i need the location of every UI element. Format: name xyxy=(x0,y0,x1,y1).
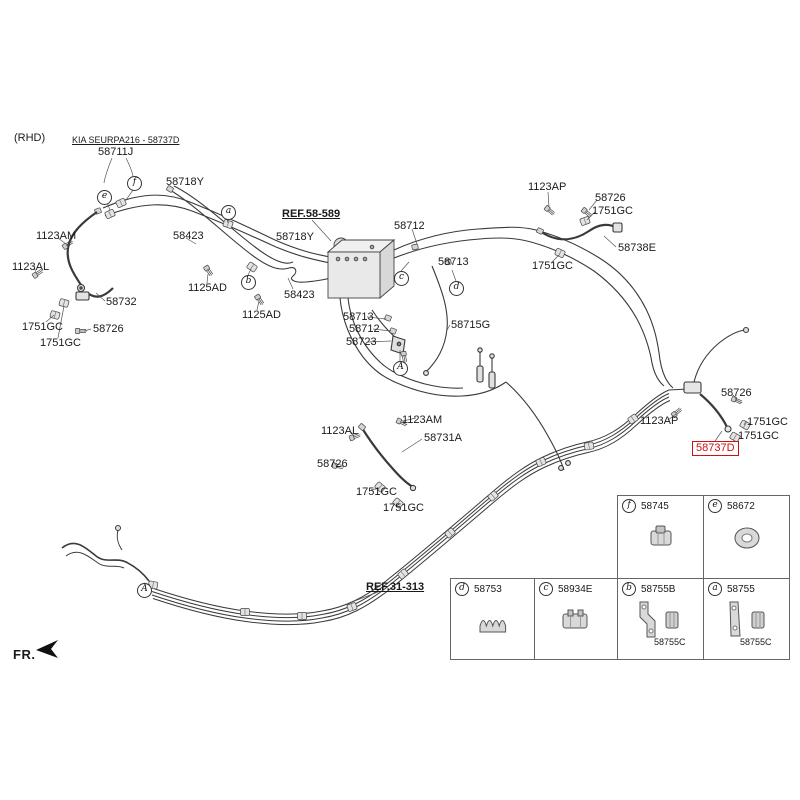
legend-part-58753: 58753 xyxy=(474,583,502,595)
part-label-58718y-1[interactable]: 58718Y xyxy=(166,176,204,188)
callout-b: b xyxy=(241,275,256,290)
part-label-58726-2[interactable]: 58726 xyxy=(595,192,626,204)
part-label-58423-1[interactable]: 58423 xyxy=(173,230,204,242)
ref-lines-link[interactable]: REF.31-313 xyxy=(366,581,425,593)
part-label-58731a[interactable]: 58731A xyxy=(424,432,462,444)
part-label-58713-1[interactable]: 58713 xyxy=(438,256,469,268)
part-label-1125ad-1[interactable]: 1125AD xyxy=(188,282,227,294)
part-label-1125ad-2[interactable]: 1125AD xyxy=(242,309,281,321)
underbody-pipe-bundle xyxy=(61,389,671,625)
part-icon-58753 xyxy=(479,620,506,633)
rear-hose-58738e xyxy=(535,204,623,241)
legend-part-58672: 58672 xyxy=(727,500,755,512)
part-icon-58755 xyxy=(729,601,765,637)
part-label-1751gc-7[interactable]: 1751GC xyxy=(747,416,788,428)
fr-label: FR. xyxy=(13,647,36,662)
callout-bigA-2: A xyxy=(137,583,152,598)
part-label-58713-2[interactable]: 58713 xyxy=(343,311,374,323)
part-label-58732[interactable]: 58732 xyxy=(106,296,137,308)
part-label-1123al-1[interactable]: 1123AL xyxy=(12,261,50,273)
legend-part-58745: 58745 xyxy=(641,500,669,512)
part-icon-58934e xyxy=(562,609,588,629)
part-label-1123am-2[interactable]: 1123AM xyxy=(402,414,443,426)
abs-module xyxy=(326,237,396,299)
part-label-1751gc-5[interactable]: 1751GC xyxy=(356,486,397,498)
callout-bigA-1: A xyxy=(393,361,408,376)
part-label-58712-2[interactable]: 58712 xyxy=(349,323,380,335)
legend-callout-f: f xyxy=(622,499,636,513)
part-icon-58755b xyxy=(639,601,679,638)
legend-callout-e: e xyxy=(708,499,722,513)
legend-cell-c[interactable]: c 58934E xyxy=(534,578,618,660)
ref-abs-link[interactable]: REF.58-589 xyxy=(282,208,341,220)
legend-part-58934e: 58934E xyxy=(558,583,593,595)
part-icon-58745 xyxy=(650,525,671,546)
legend-callout-c: c xyxy=(539,582,553,596)
legend-cell-b[interactable]: b 58755B 58755C xyxy=(617,578,704,660)
legend-part-58755c-b: 58755C xyxy=(654,637,686,647)
right-rear-pipes xyxy=(393,215,674,389)
part-label-1751gc-3[interactable]: 1751GC xyxy=(592,205,633,217)
part-label-58712-1[interactable]: 58712 xyxy=(394,220,425,232)
callout-a: a xyxy=(221,205,236,220)
part-label-58738e[interactable]: 58738E xyxy=(618,242,656,254)
part-label-58726-3[interactable]: 58726 xyxy=(317,458,348,470)
legend-cell-f[interactable]: f 58745 xyxy=(617,495,704,579)
kia-note: KIA SEURPA216 - 58737D xyxy=(72,135,180,145)
part-label-1751gc-6[interactable]: 1751GC xyxy=(383,502,424,514)
legend-callout-d: d xyxy=(455,582,469,596)
callout-c: c xyxy=(394,271,409,286)
legend-part-58755b: 58755B xyxy=(641,583,676,595)
part-label-58711j[interactable]: 58711J xyxy=(98,146,134,158)
part-label-1751gc-1[interactable]: 1751GC xyxy=(22,321,63,333)
part-icon-58672 xyxy=(734,527,759,549)
callout-f: f xyxy=(127,176,142,191)
part-label-58723[interactable]: 58723 xyxy=(346,336,377,348)
legend-cell-e[interactable]: e 58672 xyxy=(703,495,790,579)
part-label-1123ap-1[interactable]: 1123AP xyxy=(528,181,567,193)
legend-part-58755: 58755 xyxy=(727,583,755,595)
rear-hose-58737d xyxy=(668,326,752,443)
legend-callout-b: b xyxy=(622,582,636,596)
variant-label: (RHD) xyxy=(14,132,46,144)
part-label-1123am-1[interactable]: 1123AM xyxy=(36,230,77,242)
leader-lines xyxy=(33,157,747,603)
part-label-58715g[interactable]: 58715G xyxy=(451,319,491,331)
callout-e: e xyxy=(97,190,112,205)
part-label-58726-1[interactable]: 58726 xyxy=(93,323,124,335)
part-label-58737d-highlighted[interactable]: 58737D xyxy=(692,441,739,456)
part-label-1751gc-4[interactable]: 1751GC xyxy=(532,260,573,272)
callout-d: d xyxy=(449,281,464,296)
part-label-1751gc-8[interactable]: 1751GC xyxy=(738,430,779,442)
fr-arrow-icon xyxy=(36,640,58,658)
part-label-58726-4[interactable]: 58726 xyxy=(721,387,752,399)
part-label-1751gc-2[interactable]: 1751GC xyxy=(40,337,81,349)
legend-cell-d[interactable]: d 58753 xyxy=(450,578,535,660)
legend-part-58755c-a: 58755C xyxy=(740,637,772,647)
part-label-1123al-2[interactable]: 1123AL xyxy=(321,425,359,437)
legend-callout-a: a xyxy=(708,582,722,596)
part-label-1123ap-2[interactable]: 1123AP xyxy=(640,415,679,427)
part-label-58423-2[interactable]: 58423 xyxy=(284,289,315,301)
part-label-58718y-2[interactable]: 58718Y xyxy=(276,231,314,243)
hose-58731a xyxy=(331,417,417,510)
legend-cell-a[interactable]: a 58755 58755C xyxy=(703,578,790,660)
